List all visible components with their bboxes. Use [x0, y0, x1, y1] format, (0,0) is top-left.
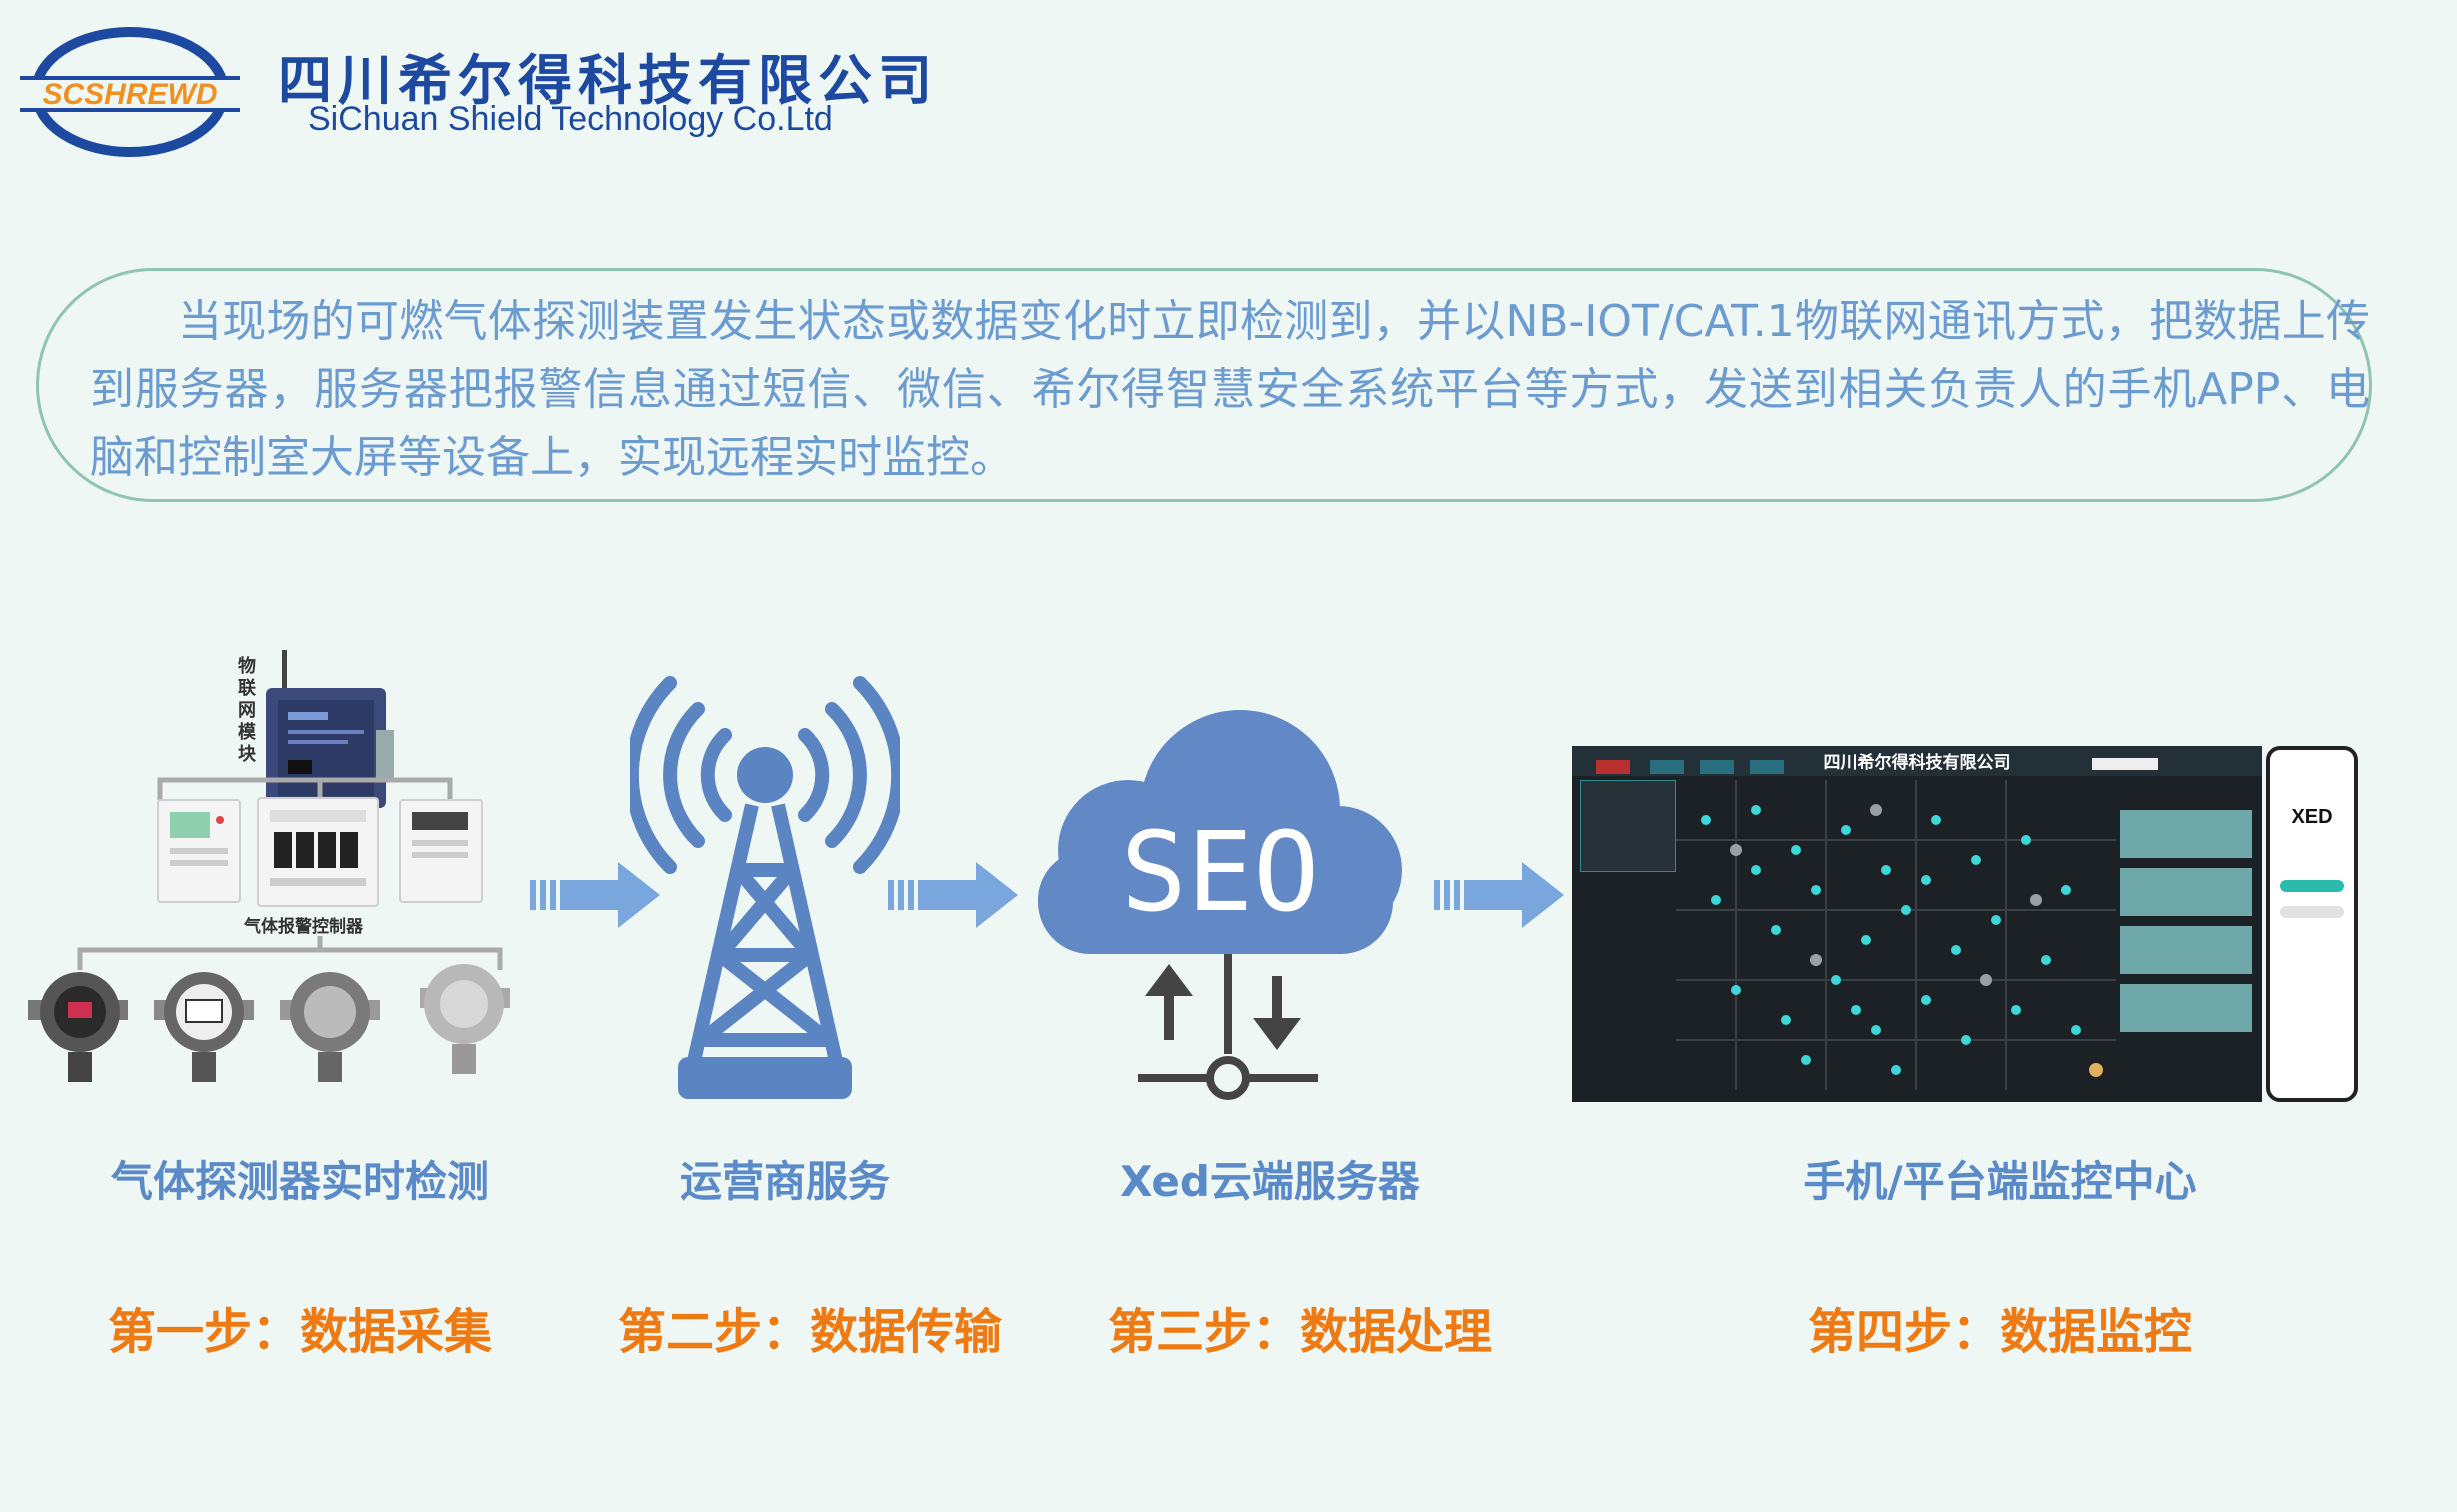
company-logo: SCSHREWD	[14, 27, 246, 157]
step-1-label: 第一步：数据采集	[107, 1304, 492, 1360]
gas-detector-icon	[28, 972, 128, 1082]
alarm-card[interactable]	[2120, 868, 2252, 916]
gas-detector-icon	[280, 972, 380, 1082]
alarm-card[interactable]	[2120, 984, 2252, 1032]
monitoring-dashboard-screen: 四川希尔得科技有限公司	[1572, 746, 2262, 1102]
alarm-list-panel	[2120, 810, 2252, 1058]
gas-alarm-controller-icon	[399, 799, 483, 903]
stage-label-monitoring-center: 手机/平台端监控中心	[1803, 1157, 2197, 1206]
phone-login-button[interactable]	[2280, 880, 2344, 892]
gas-alarm-controller-icon	[157, 799, 241, 903]
logo-text: SCSHREWD	[42, 78, 217, 111]
gas-alarm-controller-label: 气体报警控制器	[244, 917, 363, 937]
company-name-cn: 四川希尔得科技有限公司	[278, 49, 938, 112]
description-text: 当现场的可燃气体探测装置发生状态或数据变化时立即检测到，并以NB-IOT/CAT…	[90, 296, 2370, 483]
dashboard-sidebar	[1580, 780, 1676, 872]
flow-arrow-icon	[530, 862, 660, 928]
cloud-text: SEO	[1121, 808, 1320, 936]
dashboard-title: 四川希尔得科技有限公司	[1823, 753, 2011, 773]
flow-arrow-icon	[888, 862, 1018, 928]
gas-detector-icon	[420, 964, 510, 1074]
iot-module-icon	[266, 650, 394, 808]
phone-secondary-button[interactable]	[2280, 906, 2344, 918]
gas-detector-icon	[154, 972, 254, 1082]
description-box	[36, 268, 2372, 502]
device-network-illustration	[28, 650, 510, 1082]
dashboard-tab[interactable]	[1750, 760, 1784, 774]
dashboard-tab[interactable]	[1700, 760, 1734, 774]
stage-data-collection	[20, 640, 580, 1110]
stage-label-carrier-service: 运营商服务	[679, 1157, 890, 1206]
iot-module-label: 物联网模块	[238, 656, 256, 765]
step-2-label: 第二步：数据传输	[617, 1304, 1002, 1360]
alarm-card[interactable]	[2120, 810, 2252, 858]
phone-screen: XED	[2266, 746, 2358, 1102]
step-4-label: 第四步：数据监控	[1807, 1304, 2192, 1360]
phone-brand: XED	[2291, 806, 2333, 828]
dashboard-tab[interactable]	[1596, 760, 1630, 774]
dashboard-search-input[interactable]	[2092, 758, 2158, 770]
company-name-en: SiChuan Shield Technology Co.Ltd	[308, 100, 833, 138]
stage-label-gas-detection: 气体探测器实时检测	[110, 1157, 489, 1206]
gas-alarm-controller-main-icon	[257, 797, 379, 907]
cloud-server-icon: SEO	[1038, 710, 1402, 1100]
flow-arrow-icon	[1434, 862, 1564, 928]
device-map[interactable]	[1676, 780, 2116, 1090]
signal-tower-icon	[630, 676, 900, 1099]
dashboard-tab[interactable]	[1650, 760, 1684, 774]
alarm-card[interactable]	[2120, 926, 2252, 974]
step-3-label: 第三步：数据处理	[1107, 1304, 1492, 1360]
stage-label-cloud-server: Xed云端服务器	[1120, 1157, 1420, 1206]
